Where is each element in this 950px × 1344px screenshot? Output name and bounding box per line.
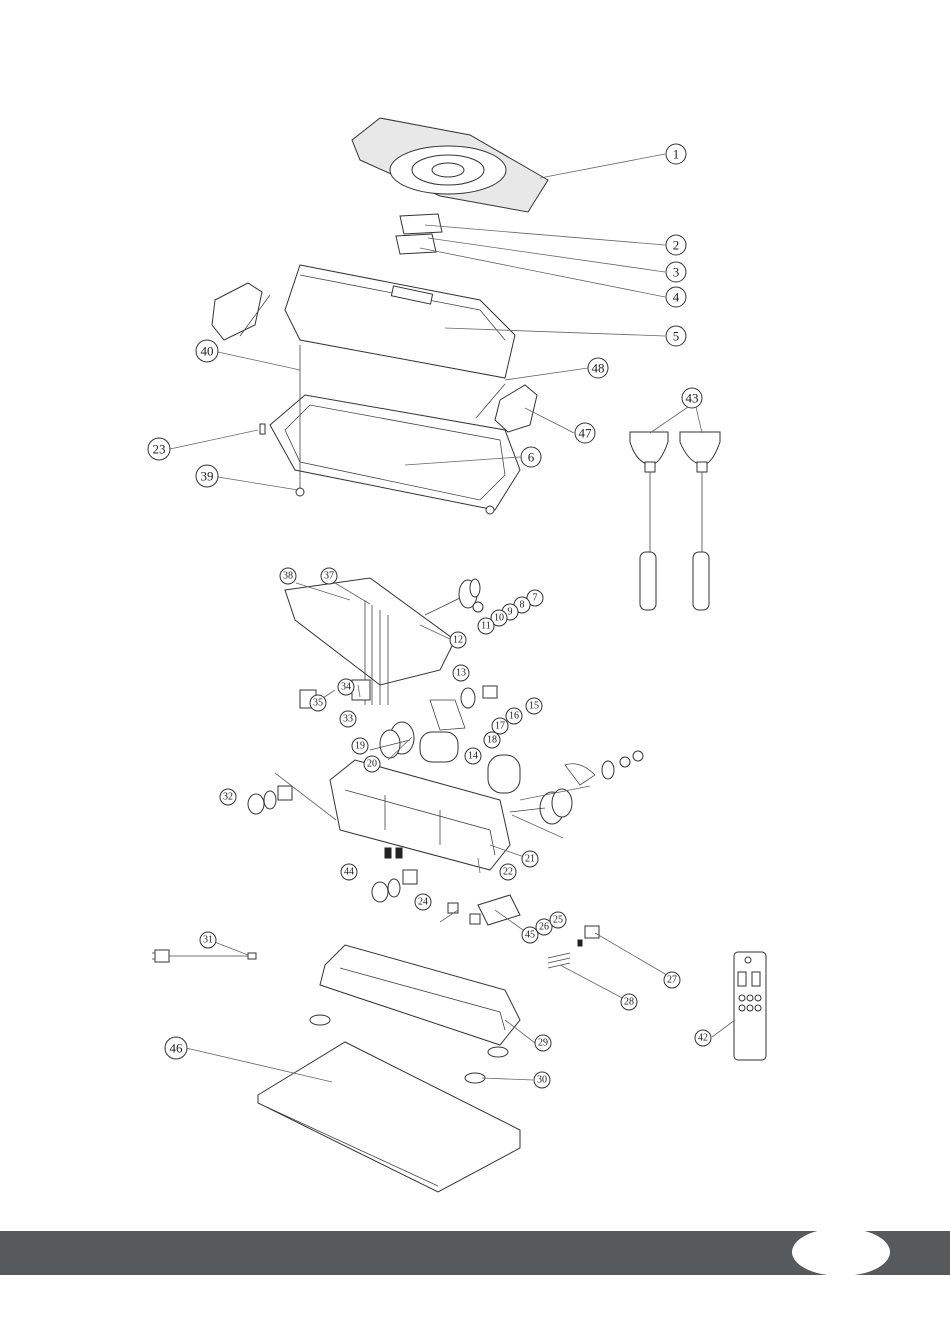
- callout-33: 33: [340, 711, 356, 727]
- callout-label: 24: [418, 897, 428, 908]
- callout-label: 25: [553, 915, 563, 926]
- callout-29: 29: [535, 1035, 551, 1051]
- callout-26: 26: [536, 919, 552, 935]
- callout-37: 37: [321, 568, 337, 584]
- callout-11: 11: [478, 618, 494, 634]
- callout-label: 4: [673, 290, 680, 305]
- callout-label: 23: [153, 442, 166, 457]
- callout-46: 46: [165, 1037, 187, 1059]
- callout-14a: 14: [465, 748, 481, 764]
- callout-label: 12: [453, 635, 463, 646]
- callout-3: 3: [666, 262, 686, 282]
- callout-5: 5: [666, 326, 686, 346]
- callout-20a: 20: [364, 756, 380, 772]
- callout-label: 42: [698, 1033, 708, 1044]
- drive-group-right-part: [510, 751, 643, 824]
- callout-label: 6: [528, 450, 535, 465]
- callout-19a: 19: [352, 738, 368, 754]
- callout-label: 33: [343, 714, 353, 725]
- callout-label: 37: [324, 571, 334, 582]
- callout-31: 31: [200, 932, 216, 948]
- callout-label: 29: [538, 1038, 548, 1049]
- callout-label: 19: [355, 741, 365, 752]
- callout-16a: 16: [506, 708, 522, 724]
- callout-18a: 18: [484, 732, 500, 748]
- callout-label: 8: [520, 600, 525, 611]
- callout-label: 11: [481, 621, 491, 632]
- callout-label: 22: [503, 867, 513, 878]
- callout-label: 46: [170, 1041, 184, 1056]
- chassis-part: [330, 760, 510, 870]
- callout-label: 14: [468, 751, 478, 762]
- callout-25: 25: [550, 912, 566, 928]
- callout-label: 7: [533, 593, 538, 604]
- callout-label: 32: [223, 792, 233, 803]
- callout-label: 2: [673, 238, 680, 253]
- callout-39: 39: [196, 465, 218, 487]
- callout-45: 45: [522, 927, 538, 943]
- callout-label: 18: [487, 735, 497, 746]
- callout-label: 13: [456, 668, 466, 679]
- resistance-bands-part: [630, 432, 720, 610]
- callout-23a: 23: [148, 438, 170, 460]
- callout-24: 24: [415, 894, 431, 910]
- callout-1: 1: [666, 144, 686, 164]
- callout-label: 20: [367, 759, 377, 770]
- callout-47: 47: [575, 423, 595, 443]
- callout-label: 5: [673, 329, 680, 344]
- callout-43: 43: [682, 388, 702, 408]
- callout-label: 15: [529, 701, 539, 712]
- callout-label: 31: [203, 935, 213, 946]
- top-cover-part: [285, 265, 515, 378]
- callout-6: 6: [521, 447, 541, 467]
- callout-12: 12: [450, 632, 466, 648]
- callout-48: 48: [588, 358, 608, 378]
- callout-17a: 17: [492, 718, 508, 734]
- callout-38: 38: [280, 568, 296, 584]
- callout-13a: 13: [453, 665, 469, 681]
- callout-label: 27: [667, 975, 677, 986]
- callout-44: 44: [341, 864, 357, 880]
- callout-4: 4: [666, 287, 686, 307]
- callout-label: 39: [201, 469, 214, 484]
- callout-42: 42: [695, 1030, 711, 1046]
- callout-label: 35: [313, 698, 323, 709]
- callout-34: 34: [338, 679, 354, 695]
- callout-label: 10: [494, 613, 504, 624]
- callout-label: 26: [539, 922, 549, 933]
- callout-35: 35: [310, 695, 326, 711]
- callout-label: 1: [673, 147, 680, 162]
- callout-label: 45: [525, 930, 535, 941]
- callout-15a: 15: [526, 698, 542, 714]
- callout-label: 3: [673, 265, 680, 280]
- remote-control-part: [734, 952, 766, 1060]
- callout-2: 2: [666, 235, 686, 255]
- callout-label: 40: [201, 344, 214, 359]
- callout-label: 44: [344, 867, 354, 878]
- base-housing-part: [310, 945, 520, 1057]
- callout-label: 48: [592, 361, 605, 376]
- callout-40: 40: [196, 340, 218, 362]
- callout-22: 22: [500, 864, 516, 880]
- callout-label: 21: [525, 854, 535, 865]
- callout-label: 30: [537, 1075, 547, 1086]
- callout-label: 47: [579, 426, 593, 441]
- control-panel-parts: [396, 214, 442, 254]
- callout-28: 28: [621, 994, 637, 1010]
- callout-label: 38: [283, 571, 293, 582]
- page-number-oval: [792, 1228, 890, 1276]
- callout-label: 9: [508, 607, 513, 618]
- callout-label: 16: [509, 711, 519, 722]
- callout-30: 30: [534, 1072, 550, 1088]
- callout-label: 28: [624, 997, 634, 1008]
- callout-27: 27: [664, 972, 680, 988]
- top-mat-part: [352, 118, 548, 212]
- callout-label: 34: [341, 682, 351, 693]
- callout-21: 21: [522, 851, 538, 867]
- callout-label: 17: [495, 721, 505, 732]
- floor-mat-part: [258, 1042, 520, 1192]
- callout-32: 32: [220, 789, 236, 805]
- callout-label: 43: [686, 391, 699, 406]
